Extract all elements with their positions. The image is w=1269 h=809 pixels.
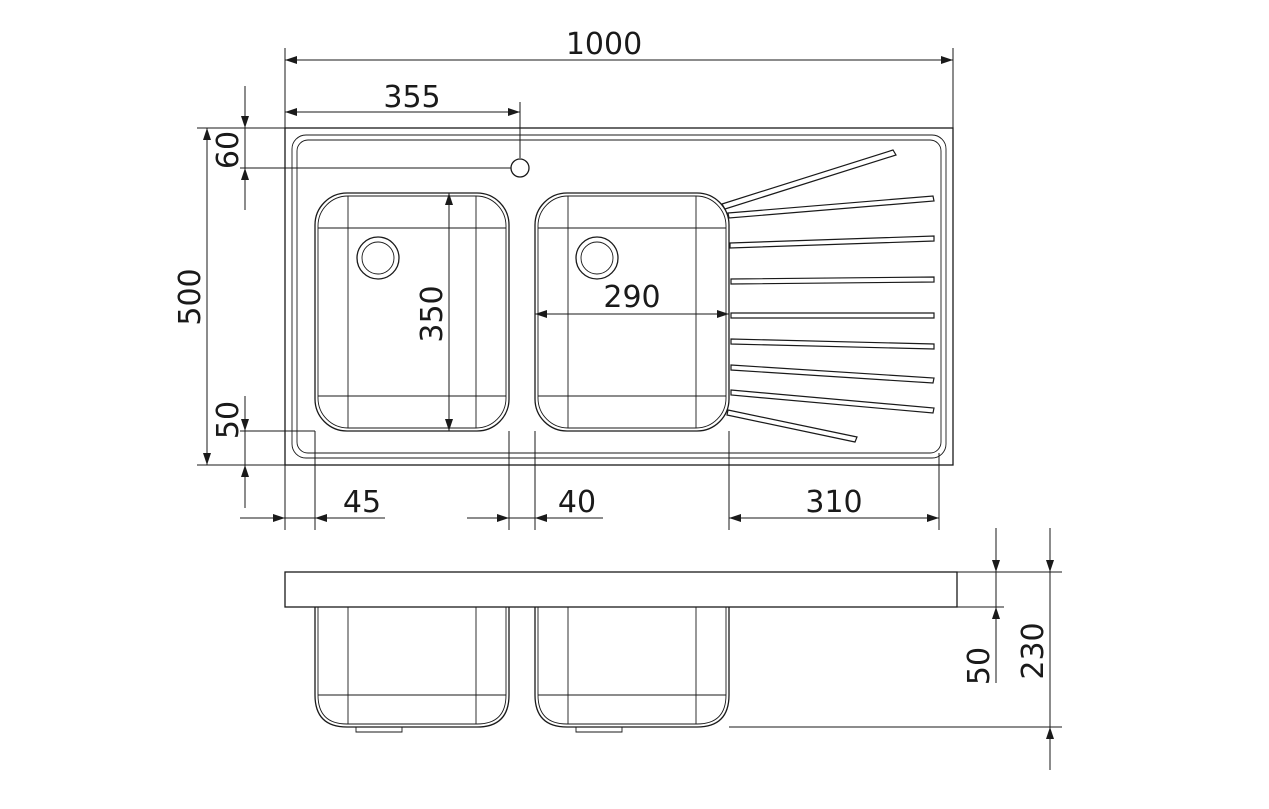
sink-rim-inner-2 xyxy=(296,139,942,454)
dim-bowl-width: 290 xyxy=(535,280,729,318)
groove xyxy=(730,312,935,319)
dim-tap-hole-offset-label: 355 xyxy=(383,80,440,115)
dim-deck-thickness: 50 xyxy=(962,528,1000,685)
dim-bowl-length: 350 xyxy=(415,193,453,431)
dim-tap-hole-edge: 60 xyxy=(211,86,249,210)
dim-drainer-length-label: 310 xyxy=(805,485,862,520)
left-bowl xyxy=(314,192,510,432)
side-view xyxy=(284,571,958,733)
right-bowl-side xyxy=(534,607,730,733)
groove xyxy=(730,338,935,350)
dim-overall-width-label: 500 xyxy=(173,268,208,325)
groove xyxy=(729,235,935,249)
deck-plate xyxy=(284,571,958,608)
drainer-grooves xyxy=(721,149,935,443)
extension-lines xyxy=(197,48,954,530)
groove xyxy=(730,389,935,414)
right-bowl-drain xyxy=(575,236,619,280)
top-view xyxy=(284,127,954,466)
tap-hole xyxy=(510,158,530,178)
sink-outline xyxy=(284,127,954,466)
dim-drainer-length: 310 xyxy=(729,485,939,522)
dim-edge-left-label: 45 xyxy=(343,485,381,520)
groove xyxy=(726,409,858,443)
left-bowl-drain xyxy=(356,236,400,280)
left-drain-outlet xyxy=(355,727,403,733)
dim-deck-thickness-label: 50 xyxy=(962,647,997,685)
side-extension-lines xyxy=(729,571,1062,728)
left-bowl-side xyxy=(314,607,510,733)
groove xyxy=(721,149,897,210)
groove xyxy=(727,195,935,219)
dim-bowl-gap: 40 xyxy=(467,485,603,522)
right-drain-outlet xyxy=(575,727,623,733)
dim-tap-hole-offset: 355 xyxy=(285,80,520,116)
dim-overall-length: 1000 xyxy=(285,27,953,64)
dim-tap-hole-edge-label: 60 xyxy=(211,131,246,169)
dim-total-height: 230 xyxy=(1016,528,1054,770)
dim-bowl-gap-label: 40 xyxy=(558,485,596,520)
dim-overall-width: 500 xyxy=(173,128,211,465)
groove xyxy=(730,364,935,384)
dim-bowl-length-label: 350 xyxy=(415,285,450,342)
dim-overall-length-label: 1000 xyxy=(566,27,642,62)
dim-front-edge-label: 50 xyxy=(211,401,246,439)
sink-rim-inner xyxy=(291,134,947,459)
dim-edge-left: 45 xyxy=(240,485,385,522)
dim-total-height-label: 230 xyxy=(1016,622,1051,679)
dim-bowl-width-label: 290 xyxy=(603,280,660,315)
dim-front-edge: 50 xyxy=(211,396,249,508)
groove xyxy=(730,276,935,285)
